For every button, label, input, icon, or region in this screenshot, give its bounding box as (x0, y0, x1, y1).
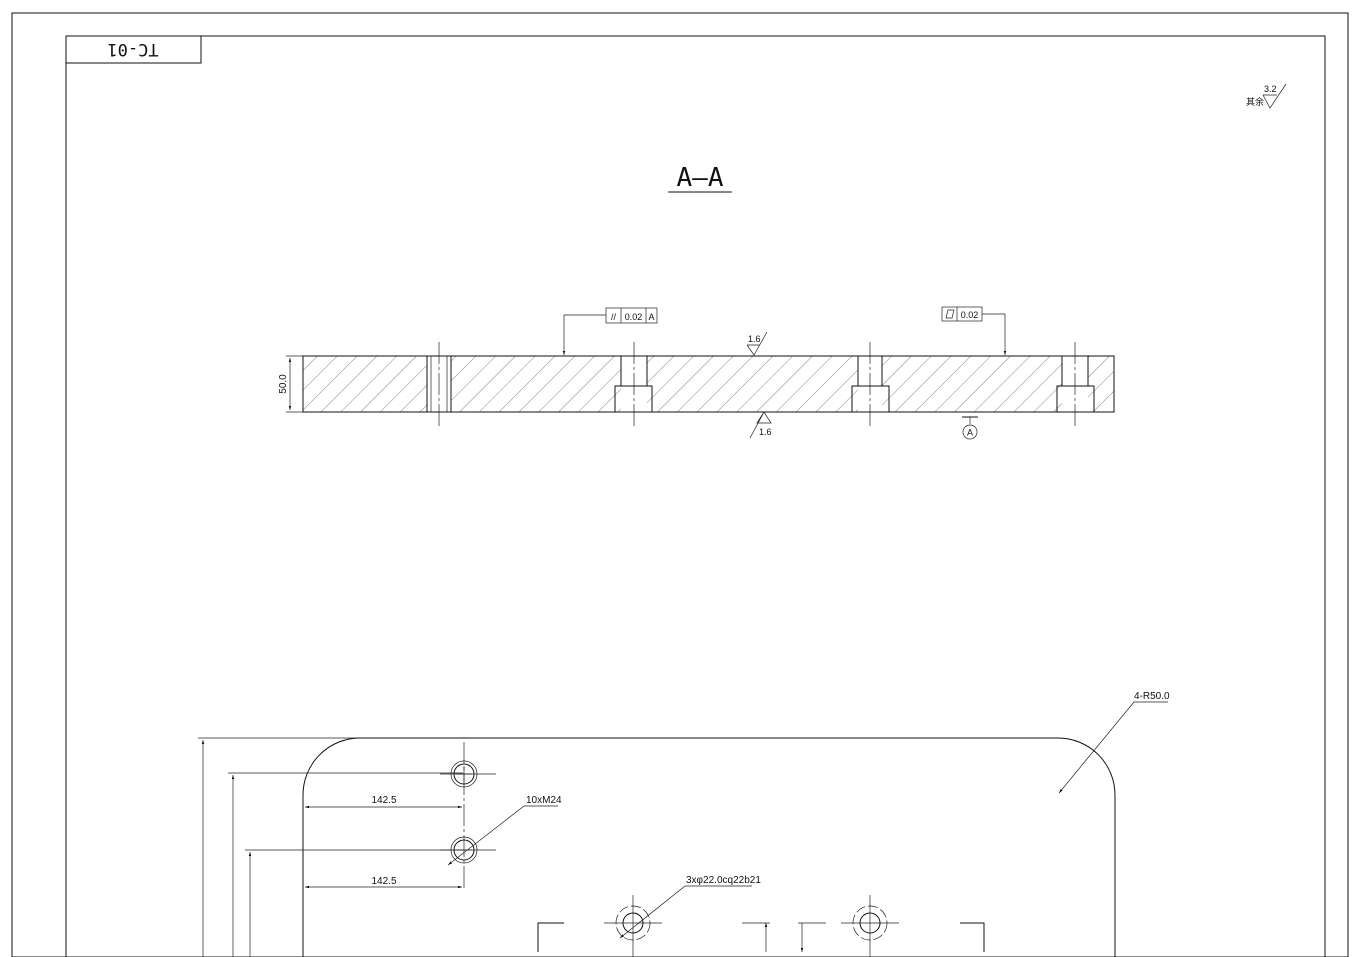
section-title: A—A (677, 163, 724, 193)
flatness-icon (945, 309, 955, 319)
datum-a-label: A (967, 428, 973, 438)
flatness-tolerance: 0.02 (941, 306, 1007, 355)
thickness-value: 50.0 (278, 374, 289, 394)
section-view (302, 342, 1115, 426)
datum-a: A (962, 416, 978, 440)
drawing-number: TC-01 (107, 39, 158, 59)
roughness-note: 其余 3.2 (1246, 83, 1287, 109)
roughness-note-prefix: 其余 (1246, 96, 1264, 107)
dimension-2: 142.5 (371, 876, 396, 887)
roughness-top: 1.6 (746, 331, 768, 356)
roughness-bottom: 1.6 (749, 411, 772, 439)
inner-frame (65, 35, 1326, 957)
roughness-note-value: 3.2 (1264, 84, 1277, 94)
flatness-value: 0.02 (961, 310, 979, 320)
outer-frame (11, 12, 1349, 957)
section-outline (302, 355, 1115, 413)
thread-callout: 10xM24 (526, 795, 562, 806)
corner-radius-callout: 4-R50.0 (1134, 691, 1170, 702)
counterbore-callout: 3xφ22.0cq22b21 (686, 875, 761, 886)
drawing-number-box (65, 35, 202, 64)
roughness-symbol (1262, 83, 1287, 109)
parallelism-tolerance: // 0.02 A (562, 307, 658, 355)
parallelism-value: 0.02 (625, 312, 643, 322)
roughness-bottom-value: 1.6 (759, 427, 772, 437)
parallelism-datum: A (648, 312, 654, 322)
roughness-top-value: 1.6 (748, 334, 761, 344)
thickness-dimension: 50.0 (278, 355, 303, 413)
parallelism-symbol: // (611, 312, 617, 322)
plan-view: 142.5 142.5 10xM24 3xφ22.0cq22b21 4-R50.… (198, 691, 1170, 957)
dimension-1: 142.5 (371, 795, 396, 806)
plate-outline (302, 737, 1116, 957)
